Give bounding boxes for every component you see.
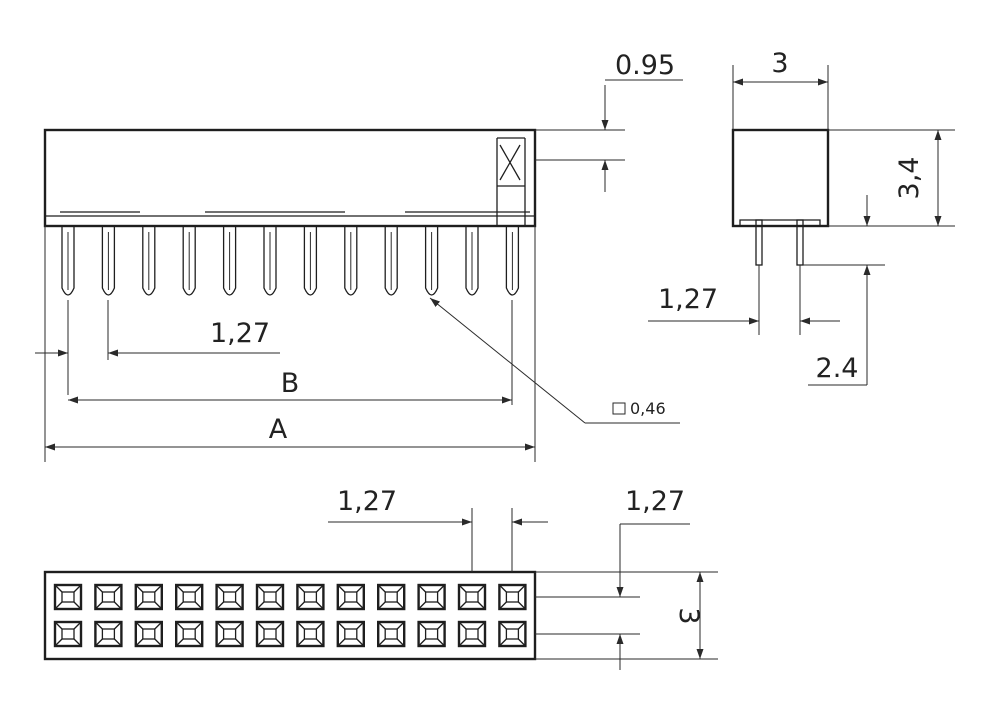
contact-clip-detail — [496, 137, 526, 226]
pad — [215, 583, 244, 611]
pad — [296, 620, 325, 648]
pad — [255, 620, 285, 648]
front-pin — [465, 226, 479, 296]
dim-label-b: B — [281, 368, 300, 399]
pad — [174, 583, 204, 611]
pad — [296, 583, 325, 611]
dim-pitch-bottom-y: 1,27 — [535, 486, 690, 670]
dim-label-pitch-front: 1,27 — [210, 318, 270, 349]
front-pin — [384, 226, 398, 296]
pad — [457, 620, 487, 648]
dim-label-width-side: 3 — [771, 48, 788, 79]
dim-pin-length: 2.4 — [803, 195, 885, 386]
pad — [417, 620, 446, 648]
front-pin — [61, 226, 75, 296]
dim-label-pitch-bottom-y: 1,27 — [625, 486, 685, 517]
pad — [215, 620, 244, 648]
pad — [377, 620, 406, 648]
front-pin — [505, 226, 520, 296]
pin-square-callout: 0,46 — [429, 297, 680, 424]
pad — [94, 583, 123, 611]
bottom-pads — [53, 583, 527, 648]
pad — [134, 583, 164, 611]
pad — [498, 620, 527, 648]
front-pin — [344, 226, 358, 296]
dim-pitch-front: 1,27 — [35, 300, 280, 395]
dim-label-height-side: 3,4 — [894, 157, 925, 200]
pad — [134, 620, 164, 648]
front-pin — [222, 226, 237, 296]
dim-label-height-bottom: 3 — [673, 607, 704, 624]
front-pin — [424, 226, 439, 296]
dim-thickness-top: 0.95 — [535, 50, 683, 192]
dim-label-a: A — [269, 414, 288, 445]
front-pin — [303, 226, 318, 296]
pad — [255, 583, 285, 611]
side-view — [731, 128, 830, 266]
side-body — [731, 128, 830, 228]
pad — [417, 583, 446, 611]
dim-label-thickness-top: 0.95 — [615, 50, 675, 81]
front-pins — [61, 226, 520, 296]
pad — [174, 620, 204, 648]
pad — [336, 620, 365, 648]
dim-width-side: 3 — [732, 48, 829, 130]
dim-pitch-bottom-x: 1,27 — [328, 486, 548, 572]
pad — [498, 583, 527, 611]
square-symbol-icon — [612, 402, 626, 415]
dim-a: A — [44, 226, 536, 462]
pad — [457, 583, 487, 611]
bottom-view — [43, 570, 537, 661]
pad — [94, 620, 123, 648]
dim-label-pitch-side: 1,27 — [658, 284, 718, 315]
front-pin — [182, 226, 196, 296]
front-pin — [142, 226, 156, 296]
pad — [336, 583, 365, 611]
dim-label-pin-square: 0,46 — [630, 399, 666, 418]
pad — [53, 620, 83, 648]
side-body-foot — [739, 219, 821, 226]
front-body — [43, 128, 537, 228]
dim-height-side: 3,4 — [828, 129, 955, 227]
dim-b: B — [68, 300, 513, 405]
dim-height-bottom: 3 — [535, 571, 718, 660]
pad — [377, 583, 406, 611]
pad — [53, 583, 83, 611]
front-view — [43, 128, 537, 296]
dim-label-pitch-bottom-x: 1,27 — [337, 486, 397, 517]
dim-pitch-side: 1,27 — [648, 265, 840, 335]
front-pin — [101, 226, 116, 296]
bottom-body — [43, 570, 537, 661]
front-pin — [263, 226, 277, 296]
dim-label-pin-length: 2.4 — [816, 353, 859, 384]
